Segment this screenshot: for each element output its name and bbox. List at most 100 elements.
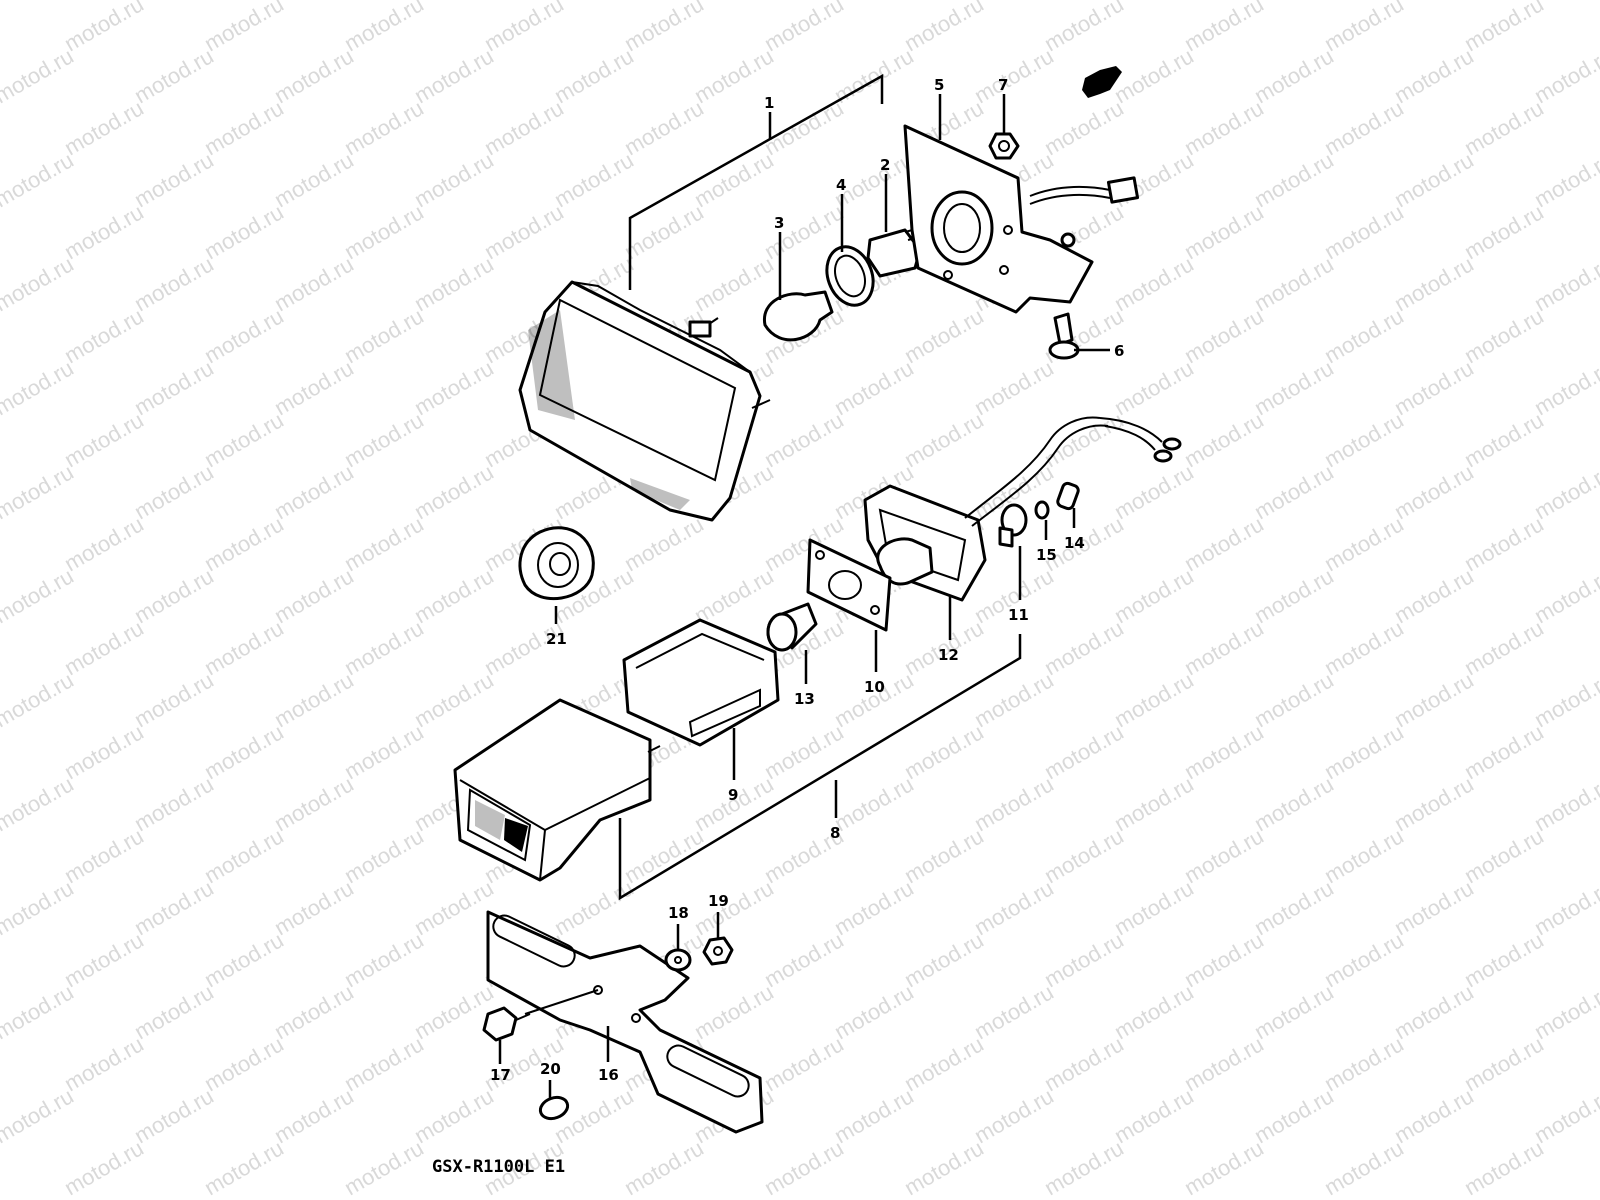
watermark-text: motod.ru bbox=[1460, 199, 1548, 264]
watermark-text: motod.ru bbox=[1530, 875, 1600, 940]
part-10-lamp-gasket bbox=[806, 538, 892, 632]
watermark-text: motod.ru bbox=[1180, 823, 1268, 888]
watermark-text: motod.ru bbox=[900, 1031, 988, 1096]
watermark-text: motod.ru bbox=[410, 979, 498, 1044]
watermark-text: motod.ru bbox=[1180, 95, 1268, 160]
watermark-text: motod.ru bbox=[900, 1135, 988, 1200]
watermark-text: motod.ru bbox=[200, 0, 288, 56]
watermark-text: motod.ru bbox=[1110, 251, 1198, 316]
front-direction-arrow-icon bbox=[1082, 66, 1122, 98]
watermark-text: motod.ru bbox=[620, 511, 708, 576]
watermark-text: motod.ru bbox=[340, 1031, 428, 1096]
watermark-text: motod.ru bbox=[1180, 927, 1268, 992]
watermark-text: motod.ru bbox=[1390, 875, 1478, 940]
watermark-text: motod.ru bbox=[690, 563, 778, 628]
watermark-text: motod.ru bbox=[200, 511, 288, 576]
watermark-text: motod.ru bbox=[200, 303, 288, 368]
watermark-text: motod.ru bbox=[410, 667, 498, 732]
watermark-text: motod.ru bbox=[1040, 719, 1128, 784]
watermark-text: motod.ru bbox=[1460, 615, 1548, 680]
callout-21: 21 bbox=[546, 630, 567, 648]
watermark-text: motod.ru bbox=[1250, 43, 1338, 108]
part-17-bolt bbox=[482, 1006, 531, 1042]
watermark-text: motod.ru bbox=[270, 43, 358, 108]
watermark-text: motod.ru bbox=[1040, 1135, 1128, 1200]
watermark-text: motod.ru bbox=[1460, 823, 1548, 888]
watermark-text: motod.ru bbox=[1530, 667, 1600, 732]
watermark-text: motod.ru bbox=[1110, 43, 1198, 108]
watermark-text: motod.ru bbox=[340, 95, 428, 160]
watermark-text: motod.ru bbox=[200, 1135, 288, 1200]
watermark-text: motod.ru bbox=[550, 147, 638, 212]
watermark-text: motod.ru bbox=[270, 563, 358, 628]
watermark-text: motod.ru bbox=[1320, 303, 1408, 368]
watermark-text: motod.ru bbox=[900, 719, 988, 784]
watermark-text: motod.ru bbox=[60, 199, 148, 264]
watermark-text: motod.ru bbox=[60, 95, 148, 160]
watermark-text: motod.ru bbox=[340, 1135, 428, 1200]
watermark-text: motod.ru bbox=[0, 355, 78, 420]
watermark-text: motod.ru bbox=[1530, 43, 1600, 108]
watermark-text: motod.ru bbox=[340, 407, 428, 472]
watermark-text: motod.ru bbox=[200, 823, 288, 888]
watermark-text: motod.ru bbox=[340, 615, 428, 680]
watermark-text: motod.ru bbox=[760, 927, 848, 992]
watermark-text: motod.ru bbox=[340, 199, 428, 264]
watermark-text: motod.ru bbox=[830, 0, 918, 4]
watermark-text: motod.ru bbox=[0, 251, 78, 316]
watermark-text: motod.ru bbox=[340, 823, 428, 888]
watermark-text: motod.ru bbox=[60, 407, 148, 472]
watermark-text: motod.ru bbox=[270, 667, 358, 732]
watermark-text: motod.ru bbox=[970, 667, 1058, 732]
callout-12: 12 bbox=[938, 646, 959, 664]
watermark-text: motod.ru bbox=[130, 0, 218, 4]
watermark-text: motod.ru bbox=[270, 1083, 358, 1148]
watermark-text: motod.ru bbox=[1460, 719, 1548, 784]
watermark-text: motod.ru bbox=[1250, 355, 1338, 420]
watermark-text: motod.ru bbox=[1460, 303, 1548, 368]
watermark-text: motod.ru bbox=[480, 0, 568, 56]
watermark-text: motod.ru bbox=[410, 251, 498, 316]
watermark-text: motod.ru bbox=[620, 0, 708, 56]
callout-numbers: 1 2 3 4 5 6 7 8 9 10 11 12 13 14 15 16 1… bbox=[490, 76, 1124, 1084]
callout-1: 1 bbox=[764, 94, 774, 112]
callout-13: 13 bbox=[794, 690, 815, 708]
watermark-text: motod.ru bbox=[1040, 823, 1128, 888]
watermark-text: motod.ru bbox=[200, 95, 288, 160]
watermark-text: motod.ru bbox=[1390, 0, 1478, 4]
part-5-lamp-bracket bbox=[903, 124, 1140, 314]
watermark-text: motod.ru bbox=[60, 719, 148, 784]
callout-9: 9 bbox=[728, 786, 738, 804]
watermark-text: motod.ru bbox=[690, 251, 778, 316]
watermark-text: motod.ru bbox=[130, 771, 218, 836]
watermark-text: motod.ru bbox=[270, 355, 358, 420]
watermark-text: motod.ru bbox=[1180, 719, 1268, 784]
watermark-text: motod.ru bbox=[200, 1031, 288, 1096]
watermark-text: motod.ru bbox=[550, 875, 638, 940]
watermark-text: motod.ru bbox=[60, 0, 148, 56]
watermark-text: motod.ru bbox=[1320, 719, 1408, 784]
watermark-text: motod.ru bbox=[1250, 0, 1338, 4]
watermark-text: motod.ru bbox=[1390, 771, 1478, 836]
watermark-text: motod.ru bbox=[690, 147, 778, 212]
callout-17: 17 bbox=[490, 1066, 511, 1084]
watermark-text: motod.ru bbox=[1110, 667, 1198, 732]
watermark-text: motod.ru bbox=[200, 719, 288, 784]
watermark-text: motod.ru bbox=[270, 459, 358, 524]
watermark-text: motod.ru bbox=[200, 407, 288, 472]
watermark-text: motod.ru bbox=[1250, 459, 1338, 524]
callout-8: 8 bbox=[830, 824, 840, 842]
watermark-text: motod.ru bbox=[1040, 927, 1128, 992]
watermark-text: motod.ru bbox=[60, 1135, 148, 1200]
watermark-text: motod.ru bbox=[760, 1135, 848, 1200]
part-3-bulb bbox=[763, 290, 834, 342]
watermark-text: motod.ru bbox=[1250, 1083, 1338, 1148]
model-label: GSX-R1100L E1 bbox=[432, 1157, 565, 1177]
watermark-text: motod.ru bbox=[1460, 1031, 1548, 1096]
watermark-text: motod.ru bbox=[1180, 511, 1268, 576]
watermark-text: motod.ru bbox=[1530, 979, 1600, 1044]
watermark-text: motod.ru bbox=[1320, 615, 1408, 680]
watermark-text: motod.ru bbox=[0, 43, 78, 108]
